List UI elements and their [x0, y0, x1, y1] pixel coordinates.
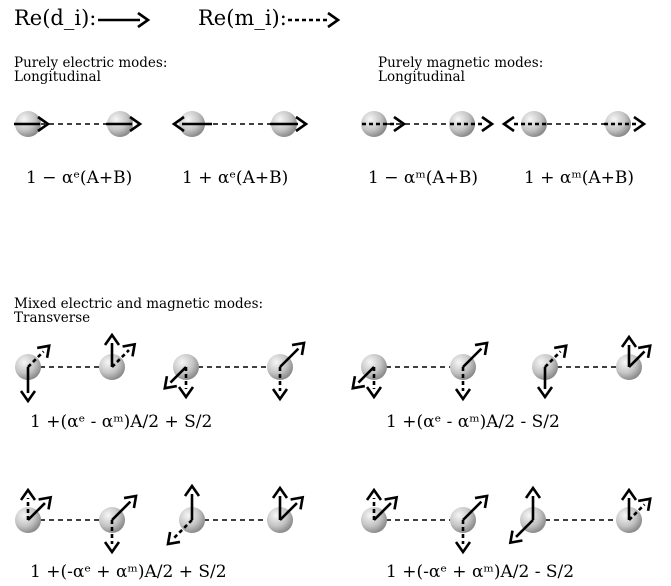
electric-dipole-arrow	[106, 115, 143, 133]
equation-transverse-4: 1 +(-αᵉ + αᵐ)A/2 - S/2	[386, 562, 575, 582]
legend-magnetic-label: Re(m_i):	[198, 6, 287, 30]
electric-dipole-arrow	[462, 494, 489, 521]
electric-dipole-arrow	[19, 367, 37, 404]
electric-dipole-arrow	[111, 494, 138, 521]
magnetic-dipole-arrow	[365, 487, 383, 520]
equation-magnetic-1: 1 − αᵐ(A+B)	[368, 168, 479, 188]
magnetic-dipole-arrow	[19, 487, 37, 520]
magnetic-section-title: Purely magnetic modes:	[378, 55, 544, 71]
electric-dipole-arrow	[462, 341, 489, 368]
electric-dipole-arrow	[271, 485, 289, 520]
electric-dipole-arrow	[183, 483, 201, 520]
magnetic-dipole-arrow	[166, 519, 193, 546]
magnetic-dipole-arrow	[628, 497, 652, 521]
magnetic-dipole-arrow	[271, 367, 289, 402]
electric-dipole-arrow	[27, 495, 53, 521]
mixed-section-title: Mixed electric and magnetic modes:	[14, 296, 264, 312]
electric-dipole-arrow	[279, 341, 306, 368]
dipole-sphere	[361, 111, 387, 137]
magnetic-dipole-arrow	[103, 520, 121, 555]
dipole-sphere	[449, 111, 475, 137]
electric-dipole-arrow	[508, 519, 534, 545]
equation-transverse-1: 1 +(αᵉ - αᵐ)A/2 + S/2	[30, 412, 213, 432]
magnetic-section-subtitle: Longitudinal	[378, 69, 465, 85]
equation-electric-2: 1 + αᵉ(A+B)	[182, 168, 289, 188]
spheres-layer	[15, 111, 642, 533]
magnetic-dipole-arrow	[454, 520, 472, 555]
electric-dipole-arrow	[628, 344, 652, 368]
links-layer	[40, 123, 617, 521]
magnetic-dipole-arrow	[604, 115, 647, 133]
electric-dipole-arrow	[524, 485, 542, 520]
electric-dipole-arrow	[620, 334, 638, 367]
electric-dipole-arrow	[171, 115, 212, 133]
arrows-layer	[14, 11, 652, 555]
equation-transverse-3: 1 +(-αᵉ + αᵐ)A/2 + S/2	[30, 562, 227, 582]
magnetic-dipole-arrow	[177, 367, 195, 400]
electric-dipole-arrow	[279, 495, 305, 521]
electric-dipole-arrow	[351, 366, 375, 390]
legend-electric-label: Re(d_i):	[14, 6, 97, 30]
electric-section-subtitle: Longitudinal	[14, 69, 101, 85]
equation-magnetic-2: 1 + αᵐ(A+B)	[524, 168, 635, 188]
electric-section-title: Purely electric modes:	[14, 55, 168, 71]
magnetic-dipole-arrow	[544, 344, 568, 368]
equation-electric-1: 1 − αᵉ(A+B)	[26, 168, 133, 188]
equation-transverse-2: 1 +(αᵉ - αᵐ)A/2 - S/2	[386, 412, 560, 432]
electric-dipole-arrow	[103, 332, 121, 367]
magnetic-dipole-arrow	[111, 342, 137, 368]
mixed-section-subtitle: Transverse	[14, 310, 91, 326]
magnetic-dipole-arrow	[501, 115, 546, 133]
electric-dipole-arrow	[536, 367, 554, 400]
electric-dipole-arrow	[14, 115, 51, 133]
legend-electric-arrow	[98, 11, 151, 29]
magnetic-dipole-arrow	[365, 367, 383, 400]
magnetic-dipole-arrow	[362, 115, 407, 133]
electric-dipole-arrow	[163, 366, 187, 390]
electric-dipole-arrow	[270, 115, 309, 133]
magnetic-dipole-arrow	[454, 367, 472, 402]
electric-dipole-arrow	[620, 487, 638, 520]
magnetic-dipole-arrow	[450, 115, 495, 133]
electric-dipole-arrow	[373, 495, 399, 521]
legend-magnetic-arrow	[288, 11, 341, 29]
magnetic-dipole-arrow	[27, 344, 51, 368]
dipole-sphere	[521, 111, 547, 137]
